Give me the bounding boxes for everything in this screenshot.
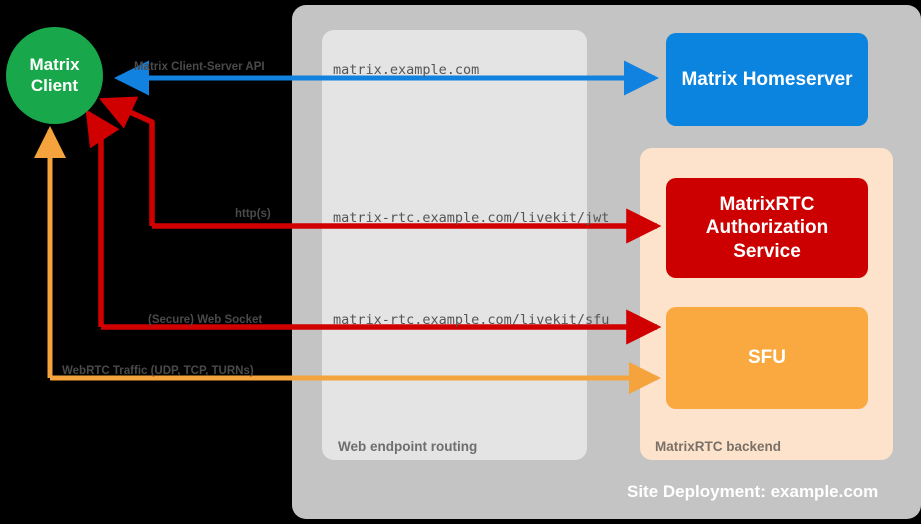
node-matrix-homeserver[interactable]: Matrix Homeserver [666,33,868,126]
node-sfu[interactable]: SFU [666,307,868,409]
connector-websocket-sfu [85,109,662,345]
protocol-label-matrix-client-server-api: Matrix Client-Server API [134,61,265,73]
sfu-label: SFU [748,347,786,369]
connector-webrtc-sfu [33,125,662,394]
auth-service-label-line2: Authorization [705,217,829,239]
endpoint-label-livekit-jwt: matrix-rtc.example.com/livekit/jwt [333,210,610,226]
matrix-client-label-line2: Client [30,75,79,95]
caption-web-endpoint-routing: Web endpoint routing [338,439,478,454]
endpoint-label-livekit-sfu: matrix-rtc.example.com/livekit/sfu [333,312,610,328]
auth-service-label-line3: Service [733,240,801,262]
web-endpoint-routing-panel [322,30,587,460]
caption-site-deployment: Site Deployment: example.com [627,482,879,501]
protocol-label-websocket: (Secure) Web Socket [148,314,263,326]
connector-https-auth-service [98,96,662,244]
auth-service-label-line1: MatrixRTC [719,194,815,216]
protocol-label-webrtc-traffic: WebRTC Traffic (UDP, TCP, TURNs) [62,365,254,377]
protocol-label-https: http(s) [235,208,271,220]
node-matrix-client[interactable]: Matrix Client [6,27,103,124]
node-matrixrtc-authorization-service[interactable]: MatrixRTC Authorization Service [666,178,868,278]
caption-matrixrtc-backend: MatrixRTC backend [655,439,782,454]
matrix-homeserver-label: Matrix Homeserver [681,68,853,90]
endpoint-label-matrix: matrix.example.com [333,62,480,78]
matrix-client-label-line1: Matrix [29,55,80,75]
